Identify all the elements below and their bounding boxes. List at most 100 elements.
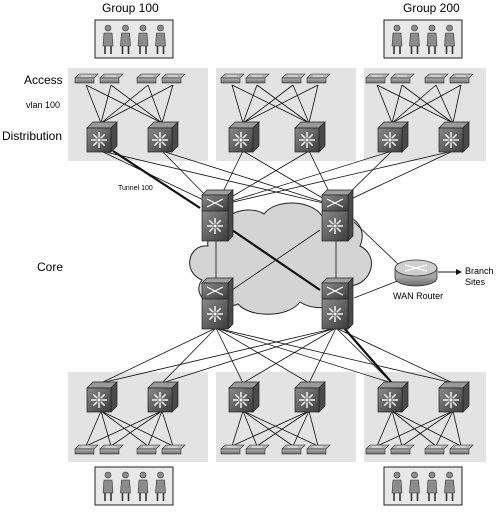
person-icon (155, 24, 166, 54)
tunnel-link-line (343, 327, 393, 384)
distribution-switch-top-4[interactable] (294, 121, 326, 153)
distribution-switch-bottom-1[interactable] (86, 381, 118, 413)
person-icon (137, 471, 149, 501)
access-switch-bottom-12[interactable] (449, 444, 474, 455)
core-switch-1[interactable] (201, 189, 234, 242)
access-switch-bottom-2[interactable] (99, 444, 124, 455)
user-group-top-right (383, 19, 463, 59)
access-switch-bottom-10[interactable] (390, 444, 415, 455)
link-line (231, 410, 310, 447)
link-line (391, 84, 462, 124)
link-line (100, 84, 112, 124)
link-line (391, 84, 437, 124)
link-line (391, 410, 403, 447)
access-label: Access (24, 73, 63, 87)
link-line (242, 84, 319, 124)
distribution-switch-bottom-2[interactable] (147, 381, 179, 413)
user-group-bottom-left (94, 466, 174, 506)
distribution-label: Distribution (2, 129, 63, 143)
access-switch-top-7[interactable] (281, 73, 306, 84)
link-line (100, 150, 217, 207)
access-switch-top-6[interactable] (245, 73, 270, 84)
link-line (100, 150, 337, 207)
link-line (376, 84, 454, 124)
person-icon (155, 471, 166, 501)
access-switch-bottom-4[interactable] (161, 444, 186, 455)
link-line (231, 229, 321, 291)
link-line (308, 410, 319, 447)
link-line (353, 221, 401, 267)
link-line (242, 410, 258, 447)
access-switch-top-2[interactable] (99, 73, 124, 84)
link-line (161, 327, 217, 384)
person-icon (444, 24, 455, 54)
vlan-label: vlan 100 (26, 100, 61, 110)
link-line (242, 410, 294, 447)
access-switch-top-12[interactable] (449, 73, 474, 84)
person-icon (409, 24, 420, 54)
link-line (100, 410, 149, 447)
distribution-switch-top-2[interactable] (147, 121, 179, 153)
access-switch-bottom-8[interactable] (306, 444, 331, 455)
distribution-switch-top-3[interactable] (228, 121, 260, 153)
group-100-label: Group 100 (102, 1, 159, 15)
link-line (231, 84, 244, 124)
access-switch-top-9[interactable] (365, 73, 390, 84)
core-switch-4[interactable] (321, 277, 354, 330)
core-label: Core (37, 260, 64, 274)
link-line (161, 84, 174, 124)
access-switch-bottom-11[interactable] (424, 444, 449, 455)
link-line (100, 84, 149, 124)
link-line (161, 327, 337, 384)
user-group-top-left (94, 19, 174, 59)
wan-router-label: WAN Router (393, 291, 444, 301)
access-switch-top-4[interactable] (161, 73, 186, 84)
link-line (242, 150, 337, 207)
core-switch-3[interactable] (201, 277, 234, 330)
link-line (256, 84, 310, 124)
link-line (161, 410, 174, 447)
link-line (231, 410, 244, 447)
link-line (452, 84, 462, 124)
access-switch-top-10[interactable] (390, 73, 415, 84)
person-icon (102, 24, 114, 54)
distribution-switch-top-5[interactable] (377, 121, 409, 153)
person-icon (120, 471, 131, 501)
access-switch-top-5[interactable] (220, 73, 245, 84)
access-switch-bottom-5[interactable] (220, 444, 245, 455)
link-line (242, 327, 337, 384)
link-line (215, 327, 244, 384)
link-line (435, 84, 454, 124)
access-switch-top-3[interactable] (136, 73, 161, 84)
distribution-switch-bottom-4[interactable] (294, 381, 326, 413)
devices (74, 73, 474, 455)
link-line (215, 327, 393, 384)
access-switch-top-1[interactable] (74, 73, 99, 84)
link-line (161, 150, 337, 207)
link-line (215, 327, 310, 384)
group-200-label: Group 200 (403, 1, 460, 15)
link-line (242, 84, 294, 124)
link-line (100, 410, 174, 447)
access-switch-bottom-1[interactable] (74, 444, 99, 455)
access-switch-bottom-3[interactable] (136, 444, 161, 455)
distribution-switch-bottom-3[interactable] (228, 381, 260, 413)
tunnel-label: Tunnel 100 (118, 185, 153, 192)
core-switch-2[interactable] (321, 189, 354, 242)
distribution-switch-top-1[interactable] (86, 121, 118, 153)
link-line (435, 410, 454, 447)
access-switch-top-11[interactable] (424, 73, 449, 84)
access-switch-top-8[interactable] (306, 73, 331, 84)
access-switch-bottom-9[interactable] (365, 444, 390, 455)
access-switch-bottom-6[interactable] (245, 444, 270, 455)
access-switch-bottom-7[interactable] (281, 444, 306, 455)
wan-router[interactable] (394, 259, 438, 287)
distribution-switch-bottom-5[interactable] (377, 381, 409, 413)
person-icon (120, 24, 131, 54)
person-icon (391, 24, 403, 54)
link-line (391, 410, 437, 447)
distribution-switch-top-6[interactable] (438, 121, 470, 153)
distribution-switch-bottom-6[interactable] (438, 381, 470, 413)
link-line (147, 410, 163, 447)
